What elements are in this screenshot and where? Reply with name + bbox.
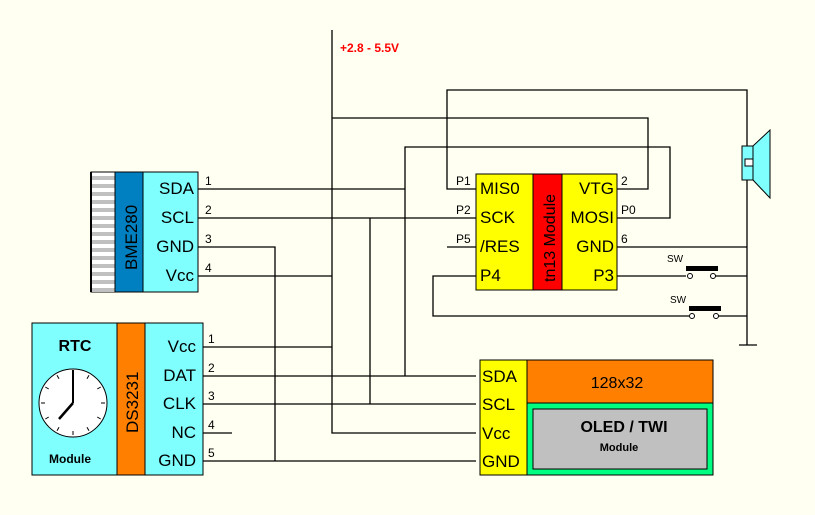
sensor-stripe	[92, 208, 115, 212]
clock-icon	[38, 368, 108, 438]
sensor-stripe	[92, 256, 115, 260]
rtc-subtitle: Module	[49, 452, 91, 466]
clock-tick	[96, 416, 101, 420]
oled-pin-scl: SCL	[482, 395, 515, 414]
rtc-pin-nc: NC	[171, 423, 196, 442]
rtc-pin-gnd: GND	[158, 451, 196, 470]
mcu-pin-vtg: VTG	[579, 179, 614, 198]
sensor-stripe	[92, 240, 115, 244]
rtc-pin-clk: CLK	[163, 394, 197, 413]
pin-number: 1	[208, 332, 215, 346]
switch-label: SW	[670, 295, 687, 306]
oled-title: OLED / TWI	[580, 419, 667, 436]
oled-resolution: 128x32	[591, 375, 644, 392]
port-label: P0	[621, 203, 636, 217]
tn13-label: tn13 Module	[542, 194, 559, 282]
clock-tick	[96, 386, 101, 390]
pin-number: 4	[205, 261, 212, 275]
mcu-pin-p3: P3	[593, 266, 614, 285]
pin-number: 3	[205, 232, 212, 246]
switch-label: SW	[667, 254, 684, 265]
sensor-stripe	[92, 200, 115, 204]
port-label: 2	[621, 174, 628, 188]
mcu-pin-sck: SCK	[480, 208, 516, 227]
supply-voltage-label: +2.8 - 5.5V	[340, 41, 399, 55]
pin-number: 2	[205, 203, 212, 217]
sensor-stripe	[92, 272, 115, 276]
rtc-module: RTC Module DS3231 Vcc DAT CLK NC GND 1 2…	[31, 322, 215, 476]
port-label: P2	[456, 203, 471, 217]
clock-tick	[45, 386, 50, 390]
rtc-pin-vcc: Vcc	[168, 337, 197, 356]
sensor-stripe	[92, 192, 115, 196]
mcu-pin-gnd: GND	[576, 237, 614, 256]
clock-tick	[86, 375, 90, 380]
sensor-stripe	[92, 176, 115, 180]
oled-pin-gnd: GND	[482, 452, 520, 471]
oled-module: 128x32 OLED / TWI Module SDA SCL Vcc GND	[479, 359, 714, 476]
sensor-stripe	[92, 280, 115, 284]
bme280-module: BME280 SDA SCL GND Vcc 1 2 3 4	[90, 171, 212, 293]
oled-subtitle: Module	[600, 442, 639, 454]
clock-tick	[45, 416, 50, 420]
rtc-title: RTC	[59, 338, 92, 355]
clock-tick	[86, 426, 90, 431]
sensor-stripe	[92, 288, 115, 292]
sensor-stripe	[92, 224, 115, 228]
bme-pin-sda: SDA	[159, 179, 195, 198]
mcu-pin-res: /RES	[480, 237, 520, 256]
bme280-label: BME280	[122, 205, 141, 270]
tn13-module: tn13 Module MIS0 SCK /RES P4 VTG MOSI GN…	[456, 173, 636, 291]
bme-pin-gnd: GND	[156, 237, 194, 256]
port-label: 6	[621, 232, 628, 246]
sensor-stripe	[92, 232, 115, 236]
pin-number: 5	[208, 446, 215, 460]
pin-number: 4	[208, 418, 215, 432]
mcu-pin-mosi: MOSI	[571, 208, 614, 227]
port-label: P1	[456, 174, 471, 188]
sensor-stripe	[92, 248, 115, 252]
sensor-stripe	[92, 216, 115, 220]
pin-number: 3	[208, 389, 215, 403]
push-switch-2: SW	[670, 295, 721, 319]
rtc-pin-dat: DAT	[163, 366, 196, 385]
oled-pin-vcc: Vcc	[482, 424, 511, 443]
clock-tick	[56, 375, 60, 380]
oled-pin-sda: SDA	[482, 367, 518, 386]
sensor-stripe	[92, 264, 115, 268]
ds3231-label: DS3231	[123, 372, 142, 433]
mcu-pin-p4: P4	[480, 266, 501, 285]
push-switch-1: SW	[667, 254, 718, 279]
pin-number: 1	[205, 174, 212, 188]
port-label: P5	[456, 232, 471, 246]
sensor-stripe	[92, 184, 115, 188]
pin-number: 2	[208, 361, 215, 375]
bme-pin-scl: SCL	[161, 208, 194, 227]
clock-tick	[56, 426, 60, 431]
bme-pin-vcc: Vcc	[166, 266, 195, 285]
mcu-pin-miso: MIS0	[480, 179, 520, 198]
speaker-icon	[741, 128, 771, 200]
